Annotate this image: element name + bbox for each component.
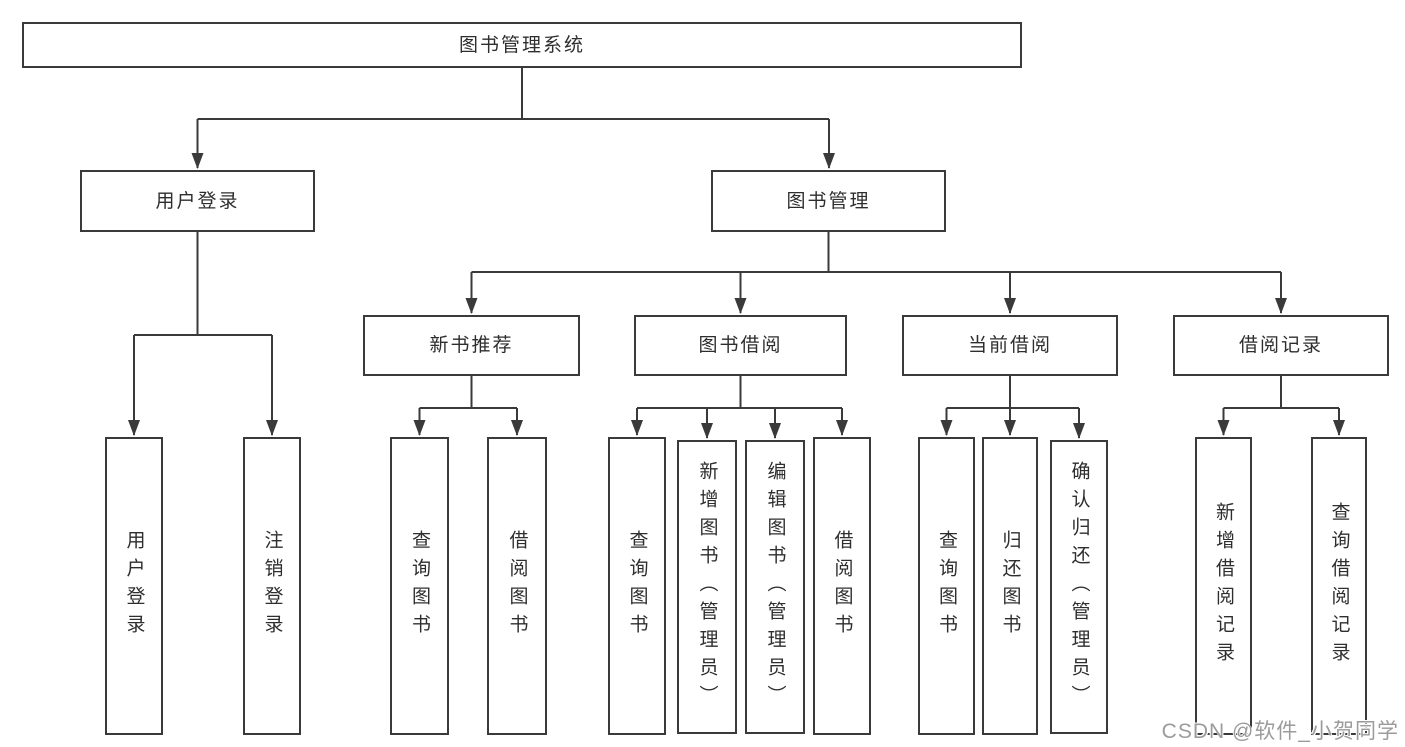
leaf-add-book-admin: 新增图书（管理员） xyxy=(677,440,737,734)
leaf-query-borrow-record: 查询借阅记录 xyxy=(1311,437,1367,735)
node-borrowing-records: 借阅记录 xyxy=(1173,315,1389,376)
node-user-login-label: 用户登录 xyxy=(155,190,240,212)
node-book-borrowing: 图书借阅 xyxy=(634,315,847,376)
leaf-user-login: 用户登录 xyxy=(105,437,163,735)
leaf-borrow-books-label: 借阅图书 xyxy=(831,530,853,642)
leaf-return-books-label: 归还图书 xyxy=(999,530,1021,642)
leaf-add-borrow-record-label: 新增借阅记录 xyxy=(1213,502,1234,670)
node-root: 图书管理系统 xyxy=(22,22,1022,68)
watermark: CSDN @软件_小贺同学 xyxy=(1161,720,1399,743)
leaf-query-books-recommend-label: 查询图书 xyxy=(409,530,430,642)
leaf-borrow-books-recommend-label: 借阅图书 xyxy=(506,530,528,642)
leaf-edit-book-admin: 编辑图书（管理员） xyxy=(745,440,805,734)
leaf-query-books-borrow-label: 查询图书 xyxy=(626,530,648,642)
node-book-management: 图书管理 xyxy=(711,170,946,232)
leaf-add-borrow-record: 新增借阅记录 xyxy=(1195,437,1252,735)
node-new-book-recommend-label: 新书推荐 xyxy=(429,335,514,356)
leaf-borrow-books-recommend: 借阅图书 xyxy=(487,437,547,735)
leaf-logout: 注销登录 xyxy=(243,437,301,735)
leaf-return-books: 归还图书 xyxy=(982,437,1038,735)
node-root-label: 图书管理系统 xyxy=(458,34,585,56)
leaf-query-books-current: 查询图书 xyxy=(918,437,975,735)
leaf-query-borrow-record-label: 查询借阅记录 xyxy=(1328,502,1350,670)
leaf-user-login-label: 用户登录 xyxy=(123,530,145,642)
node-book-borrowing-label: 图书借阅 xyxy=(698,335,783,356)
leaf-query-books-recommend: 查询图书 xyxy=(390,437,449,735)
leaf-add-book-admin-label: 新增图书（管理员） xyxy=(696,461,718,713)
leaf-query-books-current-label: 查询图书 xyxy=(936,530,957,642)
leaf-edit-book-admin-label: 编辑图书（管理员） xyxy=(764,461,786,713)
node-current-borrowing: 当前借阅 xyxy=(902,315,1118,376)
connectors xyxy=(128,68,1345,439)
leaf-logout-label: 注销登录 xyxy=(261,530,283,642)
leaf-confirm-return-admin: 确认归还（管理员） xyxy=(1050,440,1108,734)
leaf-confirm-return-admin-label: 确认归还（管理员） xyxy=(1068,461,1090,713)
node-current-borrowing-label: 当前借阅 xyxy=(967,335,1052,356)
leaf-query-books-borrow: 查询图书 xyxy=(608,437,666,735)
node-user-login: 用户登录 xyxy=(80,170,315,232)
node-new-book-recommend: 新书推荐 xyxy=(363,315,580,376)
node-book-management-label: 图书管理 xyxy=(786,190,871,212)
node-borrowing-records-label: 借阅记录 xyxy=(1238,335,1323,356)
leaf-borrow-books: 借阅图书 xyxy=(813,437,871,735)
